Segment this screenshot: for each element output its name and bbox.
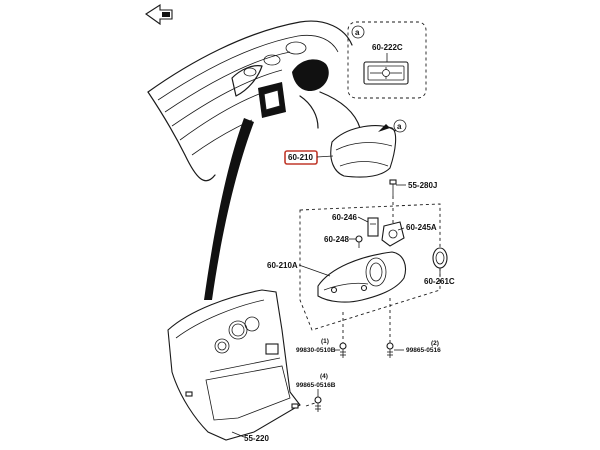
part-label-99865-0516B: 99865-0516B xyxy=(296,382,336,389)
front-arrow-icon xyxy=(145,3,173,26)
lower-column-cover: 60-210A xyxy=(267,251,407,303)
part-label-60-261C: 60-261C xyxy=(424,277,455,286)
part-label-55-280J: 55-280J xyxy=(408,181,437,190)
part-label-60-246: 60-246 xyxy=(332,213,357,222)
qty-label-4: (4) xyxy=(320,373,328,380)
screw-60-248: 60-248 xyxy=(324,235,363,248)
qty-label-1: (1) xyxy=(321,338,329,345)
part-label-60-210A: 60-210A xyxy=(267,261,298,270)
part-label-60-210: 60-210 xyxy=(288,153,313,162)
qty-label-2: (2) xyxy=(431,340,439,347)
bezel-60-245A: 60-245A xyxy=(381,221,437,247)
ref-callout-letter: a xyxy=(397,122,402,131)
dashboard-illustration xyxy=(147,20,361,182)
part-label-60-248: 60-248 xyxy=(324,235,349,244)
ring-60-261C: 60-261C xyxy=(424,247,455,286)
part-label-60-222C: 60-222C xyxy=(372,43,403,52)
bracket-60-246: 60-246 xyxy=(332,213,379,237)
screw-99865-0516B: (4) 99865-0516B xyxy=(296,373,336,412)
detail-view-a: a 60-222C xyxy=(347,21,427,99)
detail-callout-letter: a xyxy=(355,28,360,37)
part-label-60-245A: 60-245A xyxy=(406,223,437,232)
part-label-99865-0516: 99865-0516 xyxy=(406,347,441,354)
lower-cover-frame xyxy=(299,203,441,331)
screw-99865-0516: (2) 99865-0516 xyxy=(386,298,441,358)
screw-99830-0510B: (1) 99830-0510B xyxy=(296,312,347,358)
part-label-55-220: 55-220 xyxy=(244,434,269,443)
cluster-panel-55-220: 55-220 xyxy=(167,289,301,443)
location-pointer xyxy=(204,118,254,300)
part-label-99830-0510B: 99830-0510B xyxy=(296,347,336,354)
upper-column-cover: a xyxy=(330,119,407,178)
highlight-box xyxy=(284,150,318,165)
